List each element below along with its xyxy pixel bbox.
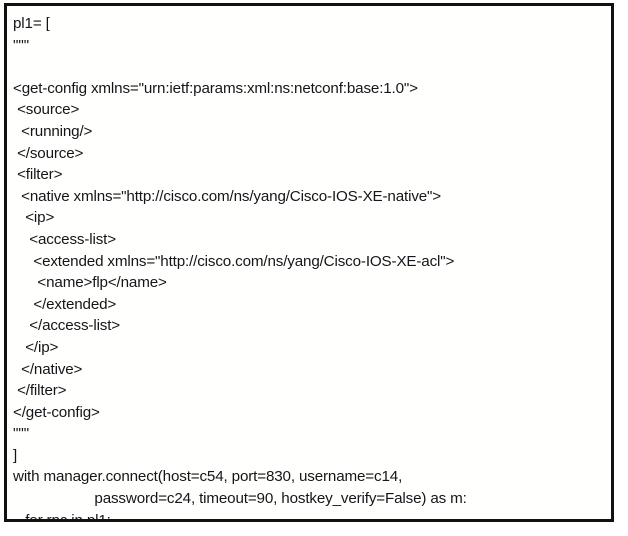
code-line: ] (13, 446, 18, 464)
code-line: <name>flp</name> (13, 274, 167, 292)
code-line: <native xmlns="http://cisco.com/ns/yang/… (13, 187, 442, 205)
code-line: """ (13, 36, 30, 54)
code-line: <ip> (13, 209, 55, 227)
code-line: </extended> (13, 295, 117, 313)
code-line: <get-config xmlns="urn:ietf:params:xml:n… (13, 79, 418, 97)
code-line: </filter> (13, 382, 67, 400)
code-line: </native> (13, 360, 83, 378)
code-panel: pl1= [ """ <get-config xmlns="urn:ietf:pa… (4, 3, 614, 522)
code-line: with manager.connect(host=c54, port=830,… (13, 468, 403, 486)
code-line: password=c24, timeout=90, hostkey_verify… (13, 490, 467, 508)
code-listing: pl1= [ """ <get-config xmlns="urn:ietf:pa… (13, 13, 607, 522)
code-line (13, 56, 607, 78)
code-line: </access-list> (13, 317, 121, 335)
code-line: """ (13, 425, 30, 443)
code-line: pl1= [ (13, 15, 50, 32)
code-line: <filter> (13, 166, 63, 184)
code-line: </get-config> (13, 403, 100, 421)
code-line: </source> (13, 144, 84, 162)
code-panel-inner: pl1= [ """ <get-config xmlns="urn:ietf:pa… (7, 6, 611, 519)
code-line: <extended xmlns="http://cisco.com/ns/yan… (13, 252, 455, 270)
code-line: </ip> (13, 338, 59, 356)
code-line: <running/> (13, 122, 93, 140)
code-line: <source> (13, 101, 80, 119)
code-line: <access-list> (13, 230, 116, 248)
code-line: for rpc in pl1: (13, 511, 111, 522)
